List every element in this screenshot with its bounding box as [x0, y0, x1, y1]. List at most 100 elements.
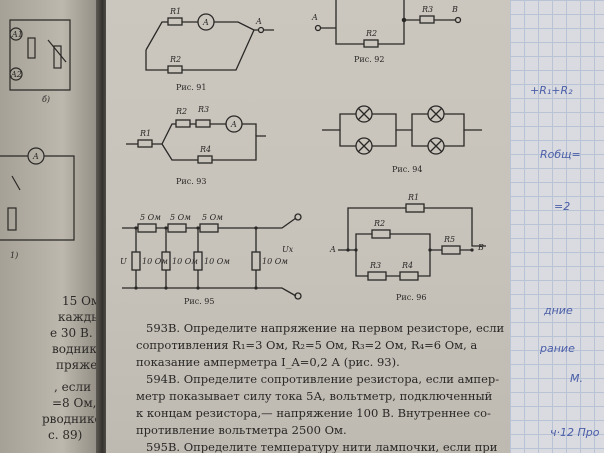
resistor-r2	[371, 229, 391, 239]
label-r4: R4	[199, 145, 211, 154]
label-ammeter: A	[202, 18, 209, 27]
resistor-symbol	[7, 207, 17, 231]
handwritten-note: =2	[554, 200, 571, 213]
problem-593-line: 593В. Определите напряжение на первом ре…	[146, 321, 505, 335]
ammeter-icon	[197, 13, 215, 31]
left-text-fragment: водникe	[52, 342, 104, 356]
resistor-r1	[167, 17, 183, 26]
resistor-r2	[363, 39, 379, 48]
label-a: A	[255, 17, 262, 26]
figure-95	[122, 217, 297, 297]
label-a: A	[329, 245, 336, 254]
left-text-fragment: =8 Ом,	[52, 396, 97, 410]
caption-fig95: Рис. 95	[184, 297, 214, 306]
label-b: B	[451, 5, 458, 14]
figure-91	[145, 13, 274, 74]
label-r1: R1	[169, 7, 181, 16]
resistor-10ohm	[131, 251, 141, 271]
label-ux: Ux	[282, 245, 294, 254]
textbook-page: R1 A A R2 Рис. 91 A R3 B R2 Рис. 92 R1 R…	[106, 0, 526, 453]
label-10ohm: 10 Ом	[262, 257, 288, 266]
label-r5: R5	[443, 235, 455, 244]
handwritten-note: +R₁+R₂	[530, 84, 573, 97]
resistor-r4	[197, 155, 213, 164]
label-b: B	[477, 243, 484, 252]
rheostat-symbol	[53, 45, 62, 69]
label-r4: R4	[401, 261, 413, 270]
handwritten-note: ч·12 Про	[550, 426, 600, 439]
handwritten-note: рание	[540, 342, 575, 355]
resistor-r4	[399, 271, 419, 281]
label-r2: R2	[373, 219, 385, 228]
label-a1: A1	[11, 30, 23, 39]
caption-fig96: Рис. 96	[396, 293, 426, 302]
left-circuit-sketch: A1 A2 б) A 1)	[0, 19, 75, 260]
resistor-5ohm	[199, 223, 219, 233]
figure-94	[322, 105, 482, 155]
label-b: б)	[42, 95, 50, 104]
left-text-fragment: е 30 В.	[50, 326, 93, 340]
resistor-r3	[367, 271, 387, 281]
left-page: A1 A2 б) A 1) 15 Ом каждый е 30 В. водни…	[0, 0, 104, 453]
ammeter-icon	[225, 115, 243, 133]
resistor-5ohm	[137, 223, 157, 233]
handwritten-note: Rобщ=	[540, 148, 581, 161]
resistor-r3	[195, 119, 211, 128]
figure-96	[338, 203, 486, 281]
label-10ohm: 10 Ом	[142, 257, 168, 266]
problem-593-line: сопротивления R₁=3 Ом, R₂=5 Ом, R₃=2 Ом,…	[136, 338, 478, 352]
terminal-a	[257, 26, 265, 34]
problem-594-line: противление вольтметра 2500 Ом.	[136, 423, 347, 437]
label-a2: A2	[10, 70, 22, 79]
figure-92	[314, 0, 462, 48]
left-text-fragment: каждый	[58, 310, 104, 324]
label-5ohm: 5 Ом	[170, 213, 191, 222]
label-u: U	[120, 257, 127, 266]
problem-595-line: 595В. Определите температуру нити лампоч…	[146, 440, 498, 453]
figures-area: R1 A A R2 Рис. 91 A R3 B R2 Рис. 92 R1 R…	[120, 0, 486, 306]
label-r2: R2	[175, 107, 187, 116]
caption-fig91: Рис. 91	[176, 83, 206, 92]
left-text-fragment: 15 Ом	[62, 294, 101, 308]
label-10ohm: 10 Ом	[204, 257, 230, 266]
label-r2: R2	[365, 29, 377, 38]
label-a: A	[311, 13, 318, 22]
resistor-symbol	[27, 37, 36, 59]
caption-fig93: Рис. 93	[176, 177, 206, 186]
resistor-r5	[441, 245, 461, 255]
resistor-10ohm	[193, 251, 203, 271]
label-r1: R1	[139, 129, 151, 138]
label-5ohm: 5 Ом	[202, 213, 223, 222]
label-r3: R3	[369, 261, 381, 270]
label-fig-ref: 1)	[10, 251, 18, 260]
problem-594-line: 594В. Определите сопротивление резистора…	[146, 372, 500, 386]
problem-594-line: к концам резистора,— напряжение 100 В. В…	[136, 406, 491, 420]
resistor-r2	[175, 119, 191, 128]
resistor-r1	[405, 203, 425, 213]
label-r1: R1	[407, 193, 419, 202]
label-r3: R3	[421, 5, 433, 14]
label-a: A	[32, 152, 39, 161]
notebook-page: +R₁+R₂ Rобщ= =2 дние рание М. ч·12 Про	[510, 0, 604, 453]
figure-93	[126, 115, 266, 164]
resistor-5ohm	[167, 223, 187, 233]
label-r3: R3	[197, 105, 209, 114]
left-text-fragment: с. 89)	[48, 428, 83, 442]
left-text-fragment: , если	[54, 380, 92, 394]
resistor-r1	[137, 139, 153, 148]
caption-fig92: Рис. 92	[354, 55, 384, 64]
left-text-fragment: рводнике	[42, 412, 102, 426]
resistor-r3	[419, 15, 435, 24]
label-5ohm: 5 Ом	[140, 213, 161, 222]
label-10ohm: 10 Ом	[172, 257, 198, 266]
caption-fig94: Рис. 94	[392, 165, 422, 174]
resistor-r2	[167, 65, 183, 74]
resistor-10ohm	[251, 251, 261, 271]
resistor-10ohm	[161, 251, 171, 271]
problem-593-line: показание амперметра I_A=0,2 А (рис. 93)…	[136, 355, 400, 369]
label-r2: R2	[169, 55, 181, 64]
left-text-fragment: пряже-	[56, 358, 102, 372]
problem-594-line: метр показывает силу тока 5А, вольтметр,…	[136, 389, 493, 403]
handwritten-note: дние	[544, 304, 573, 317]
handwritten-note: М.	[570, 372, 583, 385]
